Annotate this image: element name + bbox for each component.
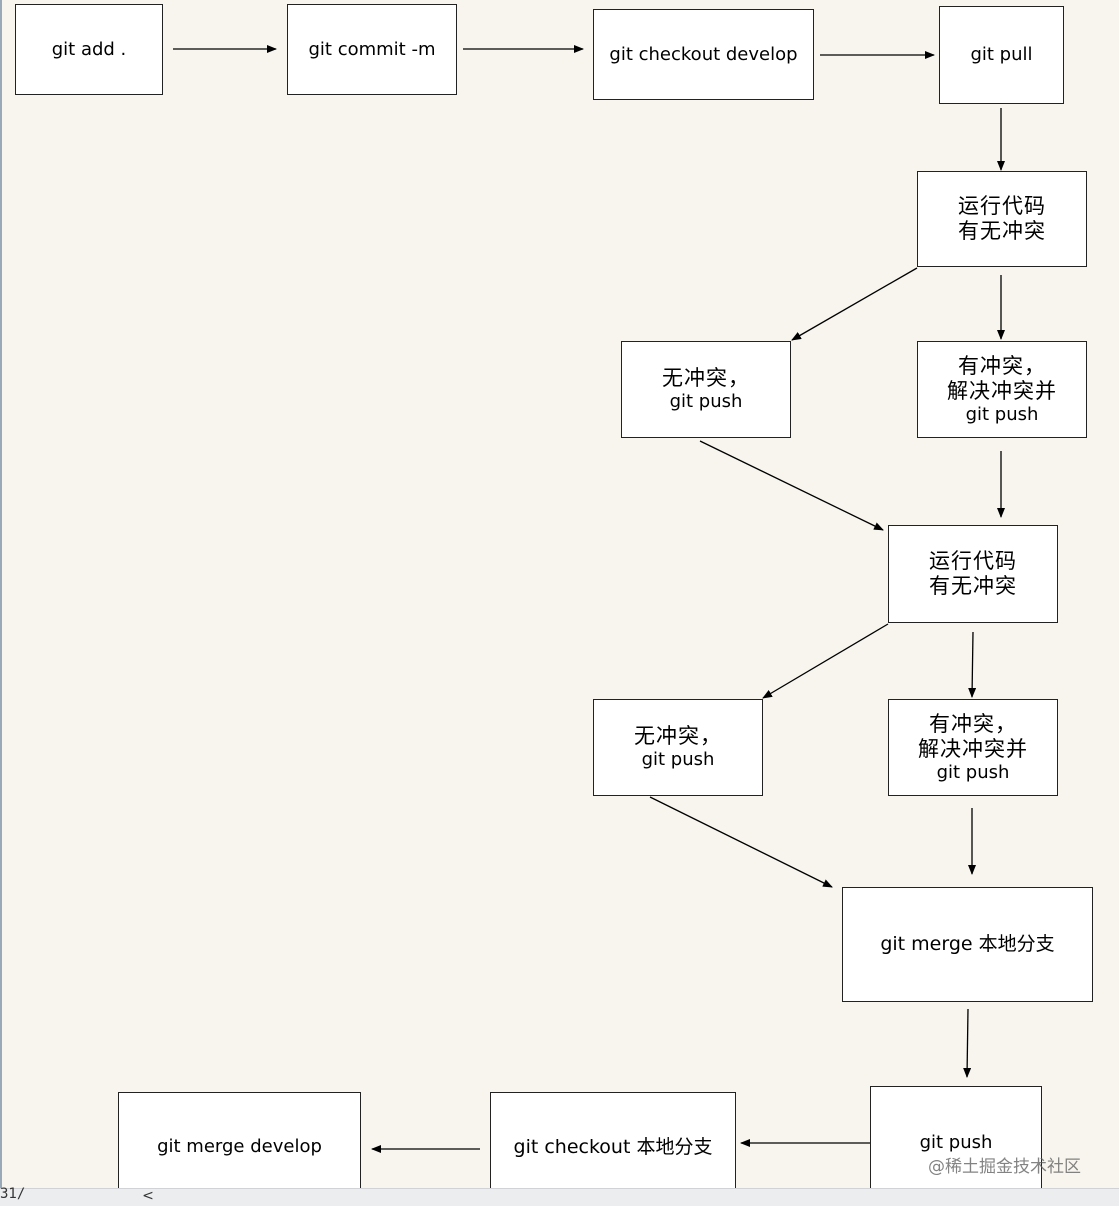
node-git-add: git add . bbox=[15, 4, 163, 95]
node-label-line2: 解决冲突并 bbox=[947, 378, 1057, 403]
node-git-checkout-develop: git checkout develop bbox=[593, 9, 814, 100]
node-label-line2: git push bbox=[641, 749, 715, 771]
node-no-conflict-2: 无冲突， git push bbox=[593, 699, 763, 796]
node-git-merge-develop: git merge develop bbox=[118, 1092, 361, 1202]
arrow-run1-to-noconflict1 bbox=[791, 267, 918, 341]
node-has-conflict-2: 有冲突， 解决冲突并 git push bbox=[888, 699, 1058, 796]
node-label: git commit -m bbox=[308, 38, 436, 60]
node-label: git merge 本地分支 bbox=[880, 933, 1055, 956]
node-label: git push bbox=[919, 1132, 993, 1154]
node-label: git checkout 本地分支 bbox=[513, 1135, 713, 1158]
window-left-edge bbox=[0, 0, 2, 1190]
node-label: git add . bbox=[51, 38, 127, 60]
node-label-line3: git push bbox=[936, 761, 1010, 783]
node-label-line2: 有无冲突 bbox=[929, 574, 1017, 598]
node-git-commit: git commit -m bbox=[287, 4, 457, 95]
node-label-line1: 运行代码 bbox=[929, 548, 1017, 573]
node-label-line1: 有冲突， bbox=[929, 711, 1017, 736]
node-label-line1: 运行代码 bbox=[958, 193, 1046, 218]
arrow-merge-to-push bbox=[963, 1008, 972, 1078]
node-git-checkout-local: git checkout 本地分支 bbox=[490, 1092, 736, 1202]
node-label: git merge develop bbox=[157, 1136, 322, 1158]
node-run-code-1: 运行代码 有无冲突 bbox=[917, 171, 1087, 267]
node-git-pull: git pull bbox=[939, 6, 1064, 104]
node-git-push-final: git push bbox=[870, 1086, 1042, 1200]
scroll-left-icon[interactable]: < bbox=[142, 1188, 154, 1204]
node-label-line2: 有无冲突 bbox=[958, 219, 1046, 243]
arrow-noconflict1-to-run2 bbox=[699, 440, 884, 531]
node-label-line3: git push bbox=[965, 403, 1039, 425]
status-text: 31/ bbox=[0, 1186, 26, 1202]
node-label-line2: 解决冲突并 bbox=[918, 736, 1028, 761]
horizontal-scrollbar[interactable] bbox=[0, 1188, 1119, 1206]
arrow-run2-to-noconflict2 bbox=[762, 623, 889, 699]
arrow-run2-to-conflict2 bbox=[968, 631, 977, 698]
node-no-conflict-1: 无冲突， git push bbox=[621, 341, 791, 438]
node-run-code-2: 运行代码 有无冲突 bbox=[888, 525, 1058, 623]
watermark: @稀土掘金技术社区 bbox=[928, 1157, 1081, 1177]
node-has-conflict-1: 有冲突， 解决冲突并 git push bbox=[917, 341, 1087, 438]
node-label-line1: 有冲突， bbox=[958, 353, 1046, 378]
node-label-line1: 无冲突， bbox=[634, 724, 722, 749]
node-label-line1: 无冲突， bbox=[662, 366, 750, 391]
node-label-line2: git push bbox=[669, 391, 743, 413]
node-label: git pull bbox=[970, 44, 1033, 66]
node-git-merge-local: git merge 本地分支 bbox=[842, 887, 1093, 1002]
node-label: git checkout develop bbox=[609, 43, 798, 65]
arrow-noconflict2-to-merge bbox=[649, 796, 833, 888]
